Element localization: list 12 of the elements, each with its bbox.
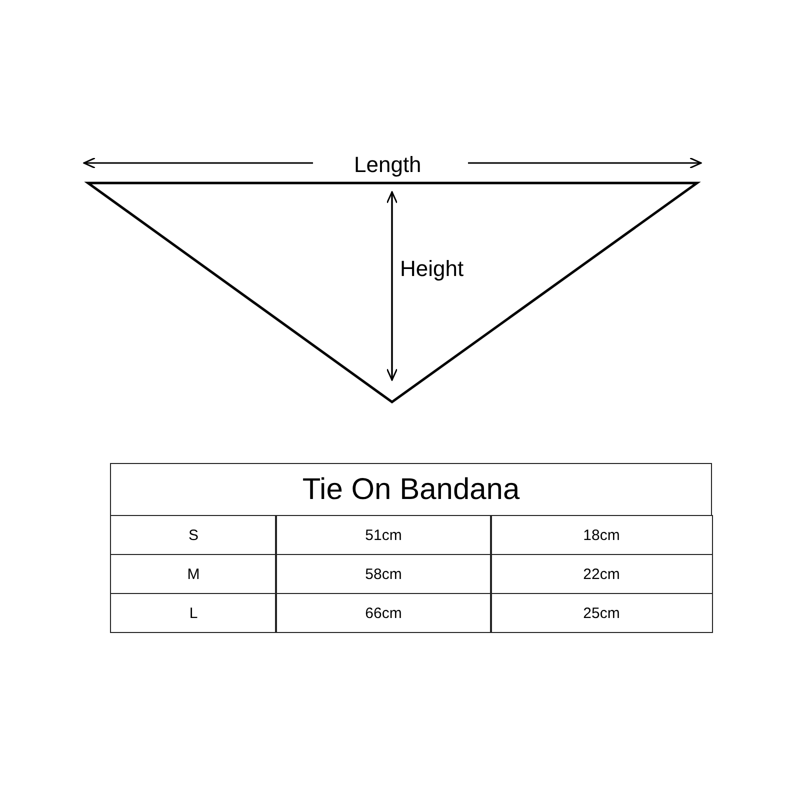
table-cell: 18cm — [490, 515, 713, 555]
table-cell: L — [110, 593, 277, 633]
dimension-label: Height — [400, 256, 464, 282]
table-cell: M — [110, 554, 277, 594]
table-cell: S — [110, 515, 277, 555]
table-cell: 25cm — [490, 593, 713, 633]
dimension-label: Length — [354, 152, 422, 178]
table-cell: 66cm — [275, 593, 492, 633]
table-cell: 58cm — [275, 554, 492, 594]
table-cell: 51cm — [275, 515, 492, 555]
table-cell: 22cm — [490, 554, 713, 594]
table-header: Tie On Bandana — [110, 463, 712, 516]
